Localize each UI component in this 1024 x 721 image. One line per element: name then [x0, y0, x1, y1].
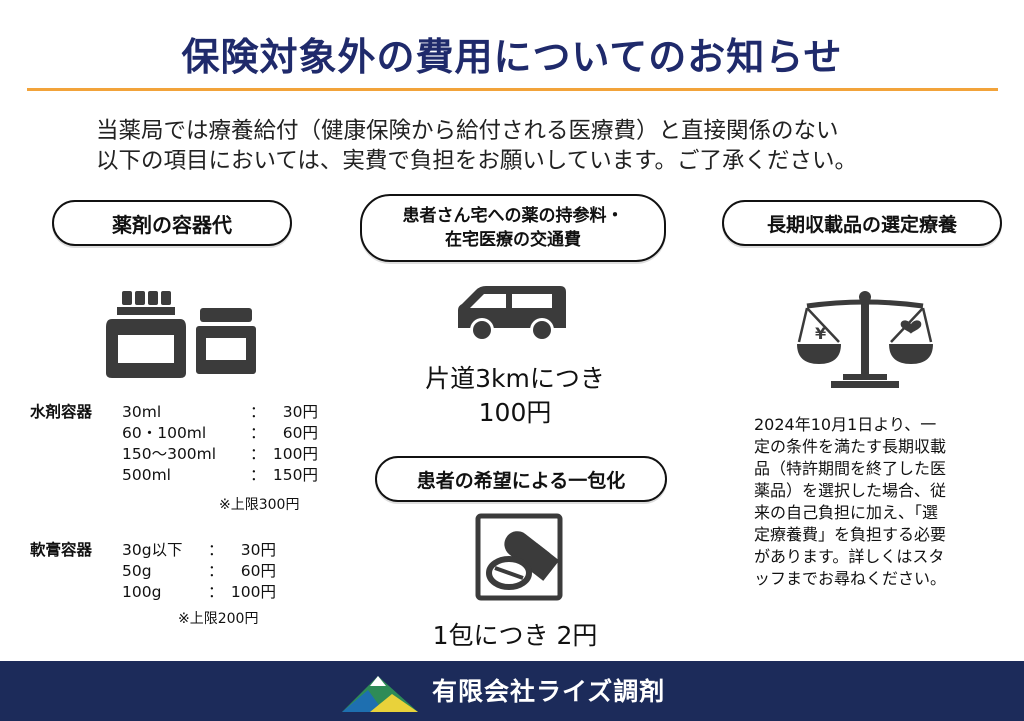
yen-symbol: ¥	[815, 324, 827, 343]
van-icon	[458, 286, 566, 342]
intro-text: 当薬局では療養給付（健康保険から給付される医療費）と直接関係のない 以下の項目に…	[96, 116, 956, 176]
scale-icon	[797, 291, 933, 388]
desc-line: 品（特許期間を終了した医	[754, 459, 947, 478]
price-row: 100g：100円	[122, 583, 276, 601]
desc-line: 定療養費」を負担する必要	[754, 525, 947, 544]
jar-icon	[196, 308, 256, 374]
logo-mountain-icon	[342, 676, 418, 712]
footer-bar	[0, 661, 1024, 721]
delivery-price-line-1: 片道3kmにつき	[425, 364, 605, 393]
desc-line: があります。詳しくはスタ	[754, 547, 945, 566]
title-underline	[27, 88, 998, 91]
long-term-heading: 長期収載品の選定療養	[722, 200, 1002, 246]
liquid-container-label: 水剤容器	[30, 403, 93, 421]
desc-line: 薬品）を選択した場合、従	[754, 481, 947, 500]
containers-heading: 薬剤の容器代	[52, 200, 292, 246]
heart-icon	[900, 320, 922, 334]
intro-line-1: 当薬局では療養給付（健康保険から給付される医療費）と直接関係のない	[96, 118, 839, 144]
delivery-price-line-2: 100円	[478, 398, 552, 427]
price-row: 30ml：30円	[122, 403, 318, 421]
price-row: 60・100ml：60円	[122, 424, 318, 442]
liquid-container-prices: 水剤容器 30ml：30円 60・100ml：60円 150〜300ml：100…	[30, 402, 350, 512]
packaging-heading-label: 患者の希望による一包化	[416, 469, 626, 492]
bottle-icon	[106, 291, 186, 378]
liquid-container-note: ※上限300円	[219, 497, 300, 513]
ointment-container-prices: 軟膏容器 30g以下：30円 50g：60円 100g：100円	[30, 540, 350, 610]
price-row: 50g：60円	[122, 562, 276, 580]
price-row: 500ml：150円	[122, 466, 318, 484]
pills-icon	[475, 513, 563, 601]
ointment-container-note: ※上限200円	[178, 611, 259, 627]
desc-line: 来の自己負担に加え、「選	[754, 503, 939, 522]
price-row: 150〜300ml：100円	[122, 445, 318, 463]
price-row: 30g以下：30円	[122, 541, 276, 559]
delivery-heading-line-1: 患者さん宅への薬の持参料・	[402, 206, 624, 226]
delivery-price: 片道3kmにつき 100円	[400, 362, 630, 430]
ointment-container-label: 軟膏容器	[30, 541, 93, 559]
delivery-heading-line-2: 在宅医療の交通費	[445, 230, 581, 250]
packaging-price: 1包につき 2円	[432, 621, 598, 650]
containers-heading-label: 薬剤の容器代	[112, 212, 232, 237]
intro-line-2: 以下の項目においては、実費で負担をお願いしています。ご了承ください。	[96, 148, 857, 174]
packaging-heading: 患者の希望による一包化	[375, 456, 667, 502]
company-name: 有限会社ライズ調剤	[432, 677, 666, 706]
page-title: 保険対象外の費用についてのお知らせ	[181, 35, 843, 79]
desc-line: 定の条件を満たす長期収載	[754, 437, 947, 456]
long-term-description: 2024年10月1日より、一 定の条件を満たす長期収載 品（特許期間を終了した医…	[754, 414, 994, 590]
delivery-heading: 患者さん宅への薬の持参料・ 在宅医療の交通費	[360, 194, 666, 262]
long-term-heading-label: 長期収載品の選定療養	[766, 213, 957, 236]
desc-line: 2024年10月1日より、一	[754, 415, 937, 434]
desc-line: ッフまでお尋ねください。	[754, 569, 947, 588]
